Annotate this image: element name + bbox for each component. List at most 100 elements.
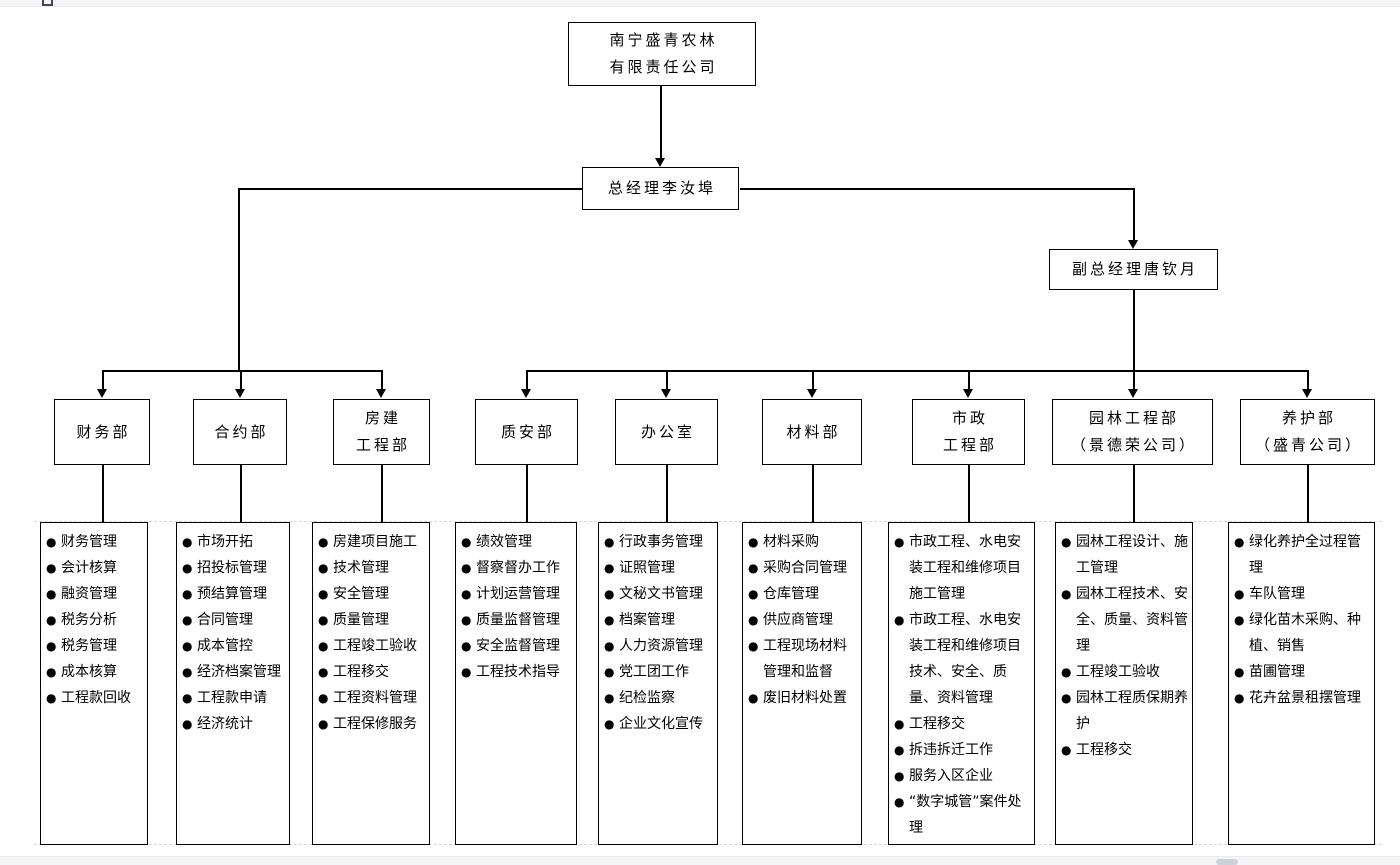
dept-name-line: 财务部 <box>76 422 131 441</box>
duty-item: ●合同管理 <box>182 607 287 633</box>
dept-box-materials: 材料部 <box>762 399 862 465</box>
bullet-icon: ● <box>894 535 905 549</box>
bullet-icon: ● <box>894 743 905 757</box>
bullet-icon: ● <box>1234 587 1245 601</box>
duty-item: ●督察督办工作 <box>461 555 574 581</box>
duty-item: ●安全管理 <box>318 581 427 607</box>
duty-item: ●工程资料管理 <box>318 685 427 711</box>
duty-item: ●质量监督管理 <box>461 607 574 633</box>
connector-company-gm <box>660 86 662 159</box>
duty-item: ●“数字城管”案件处理 <box>894 789 1032 841</box>
window-chrome-icon <box>42 0 53 6</box>
bullet-icon: ● <box>182 535 193 549</box>
rail-left-group <box>102 370 382 372</box>
arrowhead-icon <box>97 389 107 398</box>
bullet-icon: ● <box>894 613 905 627</box>
deputy-general-manager-box: 副总经理唐钦月 <box>1049 249 1218 290</box>
bullet-icon: ● <box>46 691 57 705</box>
connector-list <box>1307 465 1309 522</box>
duty-item: ●税务管理 <box>46 633 145 659</box>
arrowhead-icon <box>963 389 973 398</box>
company-box: 南宁盛青农林有限责任公司 <box>568 22 756 86</box>
connector-dept <box>812 370 814 390</box>
dept-box-finance: 财务部 <box>54 399 150 465</box>
connector-dept <box>968 370 970 390</box>
duty-item: ●供应商管理 <box>748 607 859 633</box>
bullet-icon: ● <box>1061 743 1072 757</box>
duty-item: ●融资管理 <box>46 581 145 607</box>
dept-box-maintenance: 养护部（盛青公司） <box>1240 399 1375 465</box>
dept-name-line: 市政 <box>951 409 988 427</box>
bullet-icon: ● <box>318 717 329 731</box>
duty-item: ●成本核算 <box>46 659 145 685</box>
duty-list-quality-safety: ●绩效管理●督察督办工作●计划运营管理●质量监督管理●安全监督管理●工程技术指导 <box>455 522 577 845</box>
dept-name-line: 办公室 <box>640 422 695 441</box>
duty-item: ●工程移交 <box>894 711 1032 737</box>
duty-item: ●园林工程质保期养护 <box>1061 685 1190 737</box>
duty-item: ●证照管理 <box>604 555 715 581</box>
duty-item: ●工程竣工验收 <box>1061 659 1190 685</box>
connector-list <box>968 465 970 522</box>
general-manager-label: 总经理李汝埠 <box>607 179 716 197</box>
connector-gm-dgm <box>1133 188 1135 241</box>
arrowhead-icon <box>807 389 817 398</box>
bullet-icon: ● <box>182 691 193 705</box>
bullet-icon: ● <box>461 587 472 601</box>
duty-item: ●房建项目施工 <box>318 529 427 555</box>
dept-box-contracts: 合约部 <box>193 399 287 465</box>
duty-list-office: ●行政事务管理●证照管理●文秘文书管理●档案管理●人力资源管理●党工团工作●纪检… <box>598 522 718 845</box>
bullet-icon: ● <box>748 587 759 601</box>
duty-item: ●行政事务管理 <box>604 529 715 555</box>
connector-dept <box>1133 370 1135 390</box>
dept-box-quality-safety: 质安部 <box>475 399 578 465</box>
deputy-general-manager-label: 副总经理唐钦月 <box>1071 260 1198 278</box>
duty-item: ●成本管控 <box>182 633 287 659</box>
duty-item: ●花卉盆景租摆管理 <box>1234 685 1372 711</box>
bullet-icon: ● <box>604 717 615 731</box>
duty-item: ●工程现场材料管理和监督 <box>748 633 859 685</box>
bullet-icon: ● <box>318 613 329 627</box>
duty-item: ●安全监督管理 <box>461 633 574 659</box>
bullet-icon: ● <box>894 795 905 809</box>
bullet-icon: ● <box>604 665 615 679</box>
duty-item: ●人力资源管理 <box>604 633 715 659</box>
duty-item: ●市场开拓 <box>182 529 287 555</box>
bullet-icon: ● <box>894 717 905 731</box>
bullet-icon: ● <box>182 665 193 679</box>
duty-item: ●会计核算 <box>46 555 145 581</box>
duty-item: ●绩效管理 <box>461 529 574 555</box>
connector-list <box>102 465 104 522</box>
duty-item: ●党工团工作 <box>604 659 715 685</box>
rail-right-group <box>526 370 1308 372</box>
horizontal-scrollbar-thumb[interactable] <box>1216 859 1238 865</box>
dept-name-line: 养护部 <box>1281 409 1336 427</box>
bullet-icon: ● <box>1234 535 1245 549</box>
duty-item: ●工程款回收 <box>46 685 145 711</box>
bullet-icon: ● <box>604 613 615 627</box>
arrowhead-icon <box>661 389 671 398</box>
duty-list-landscape-engineering: ●园林工程设计、施工管理●园林工程技术、安全、质量、资料管理●工程竣工验收●园林… <box>1055 522 1193 845</box>
dept-name-line: 合约部 <box>214 422 269 441</box>
connector-dept <box>381 370 383 390</box>
duty-item: ●苗圃管理 <box>1234 659 1372 685</box>
bullet-icon: ● <box>1234 691 1245 705</box>
duty-item: ●经济统计 <box>182 711 287 737</box>
duty-item: ●财务管理 <box>46 529 145 555</box>
duty-item: ●招投标管理 <box>182 555 287 581</box>
duty-list-finance: ●财务管理●会计核算●融资管理●税务分析●税务管理●成本核算●工程款回收 <box>40 522 148 845</box>
connector-dept <box>102 370 104 390</box>
bullet-icon: ● <box>604 639 615 653</box>
duty-item: ●工程技术指导 <box>461 659 574 685</box>
dept-box-office: 办公室 <box>615 399 718 465</box>
bullet-icon: ● <box>461 613 472 627</box>
arrowhead-icon <box>1128 389 1138 398</box>
connector-list <box>240 465 242 522</box>
dept-name-line: 房建 <box>364 409 401 427</box>
bullet-icon: ● <box>182 561 193 575</box>
dept-box-municipal-engineering: 市政工程部 <box>912 399 1025 465</box>
arrowhead-icon <box>376 389 386 398</box>
bullet-icon: ● <box>46 535 57 549</box>
arrowhead-icon <box>1302 389 1312 398</box>
bullet-icon: ● <box>46 613 57 627</box>
